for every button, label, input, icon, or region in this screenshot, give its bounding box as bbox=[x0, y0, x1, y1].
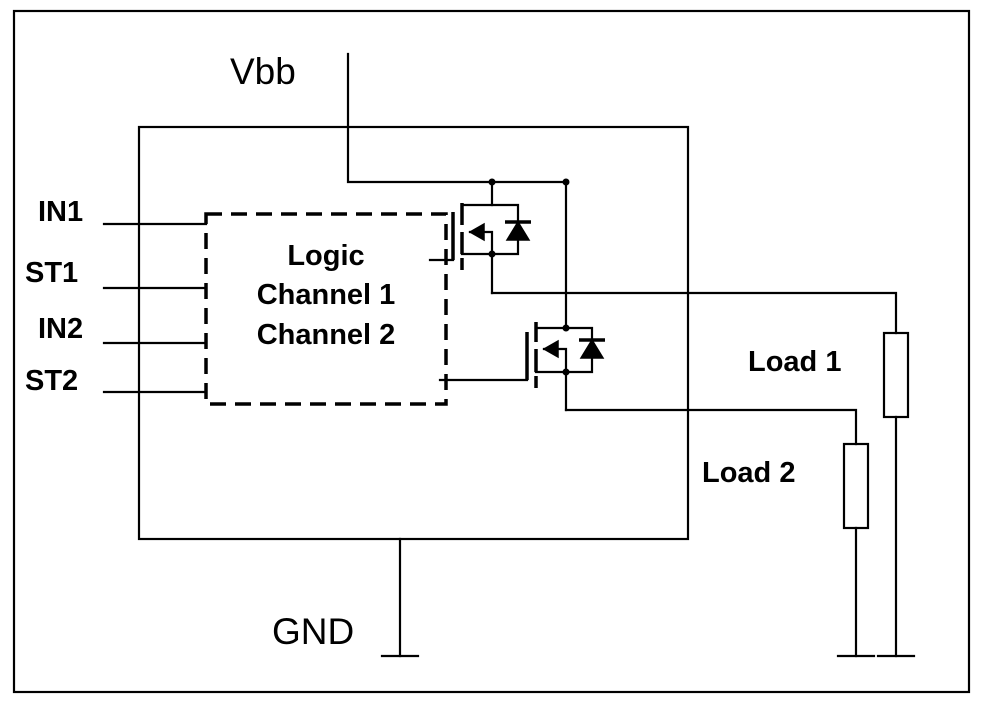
output-wire-2 bbox=[564, 408, 858, 446]
mosfet-channel-1 bbox=[428, 180, 531, 295]
pin-label-st2: ST2 bbox=[25, 365, 78, 397]
ic-package bbox=[137, 125, 690, 541]
logic-label: Logic bbox=[287, 240, 364, 272]
load-2-resistor bbox=[842, 442, 870, 530]
supply-label: Vbb bbox=[230, 51, 296, 92]
load-1-label: Load 1 bbox=[748, 346, 841, 378]
load-1-resistor bbox=[882, 331, 910, 419]
vbb-wire bbox=[346, 52, 568, 184]
channel-1-label: Channel 1 bbox=[257, 279, 396, 311]
output-wire-1 bbox=[490, 291, 898, 335]
mosfet-channel-2 bbox=[438, 322, 605, 412]
ground-label: GND bbox=[272, 611, 354, 652]
outer-frame bbox=[12, 9, 971, 694]
pin-label-in1: IN1 bbox=[38, 196, 83, 228]
load-2-label: Load 2 bbox=[702, 457, 795, 489]
logic-block bbox=[204, 212, 448, 406]
pin-label-st1: ST1 bbox=[25, 257, 78, 289]
channel-2-label: Channel 2 bbox=[257, 319, 396, 351]
pin-label-in2: IN2 bbox=[38, 313, 83, 345]
